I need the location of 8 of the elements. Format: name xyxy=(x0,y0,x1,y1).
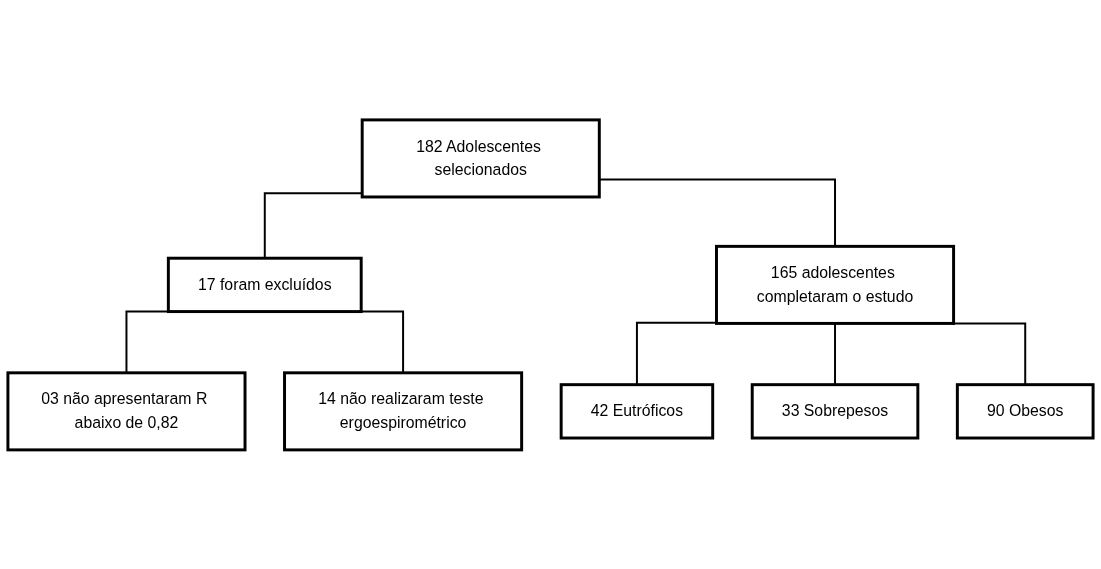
node-box: 14 não realizaram teste ergoespirométrico xyxy=(283,370,524,451)
node-box: 17 foram excluídos xyxy=(166,256,363,313)
node-box: 165 adolescentes completaram o estudo xyxy=(715,244,956,325)
node-box: 33 Sobrepesos xyxy=(750,382,920,440)
node-box: 42 Eutróficos xyxy=(559,382,715,440)
node-box: 03 não apresentaram R abaixo de 0,82 xyxy=(6,370,247,451)
node-box: 90 Obesos xyxy=(955,382,1095,440)
node-box: 182 Adolescentes selecionados xyxy=(360,118,601,199)
